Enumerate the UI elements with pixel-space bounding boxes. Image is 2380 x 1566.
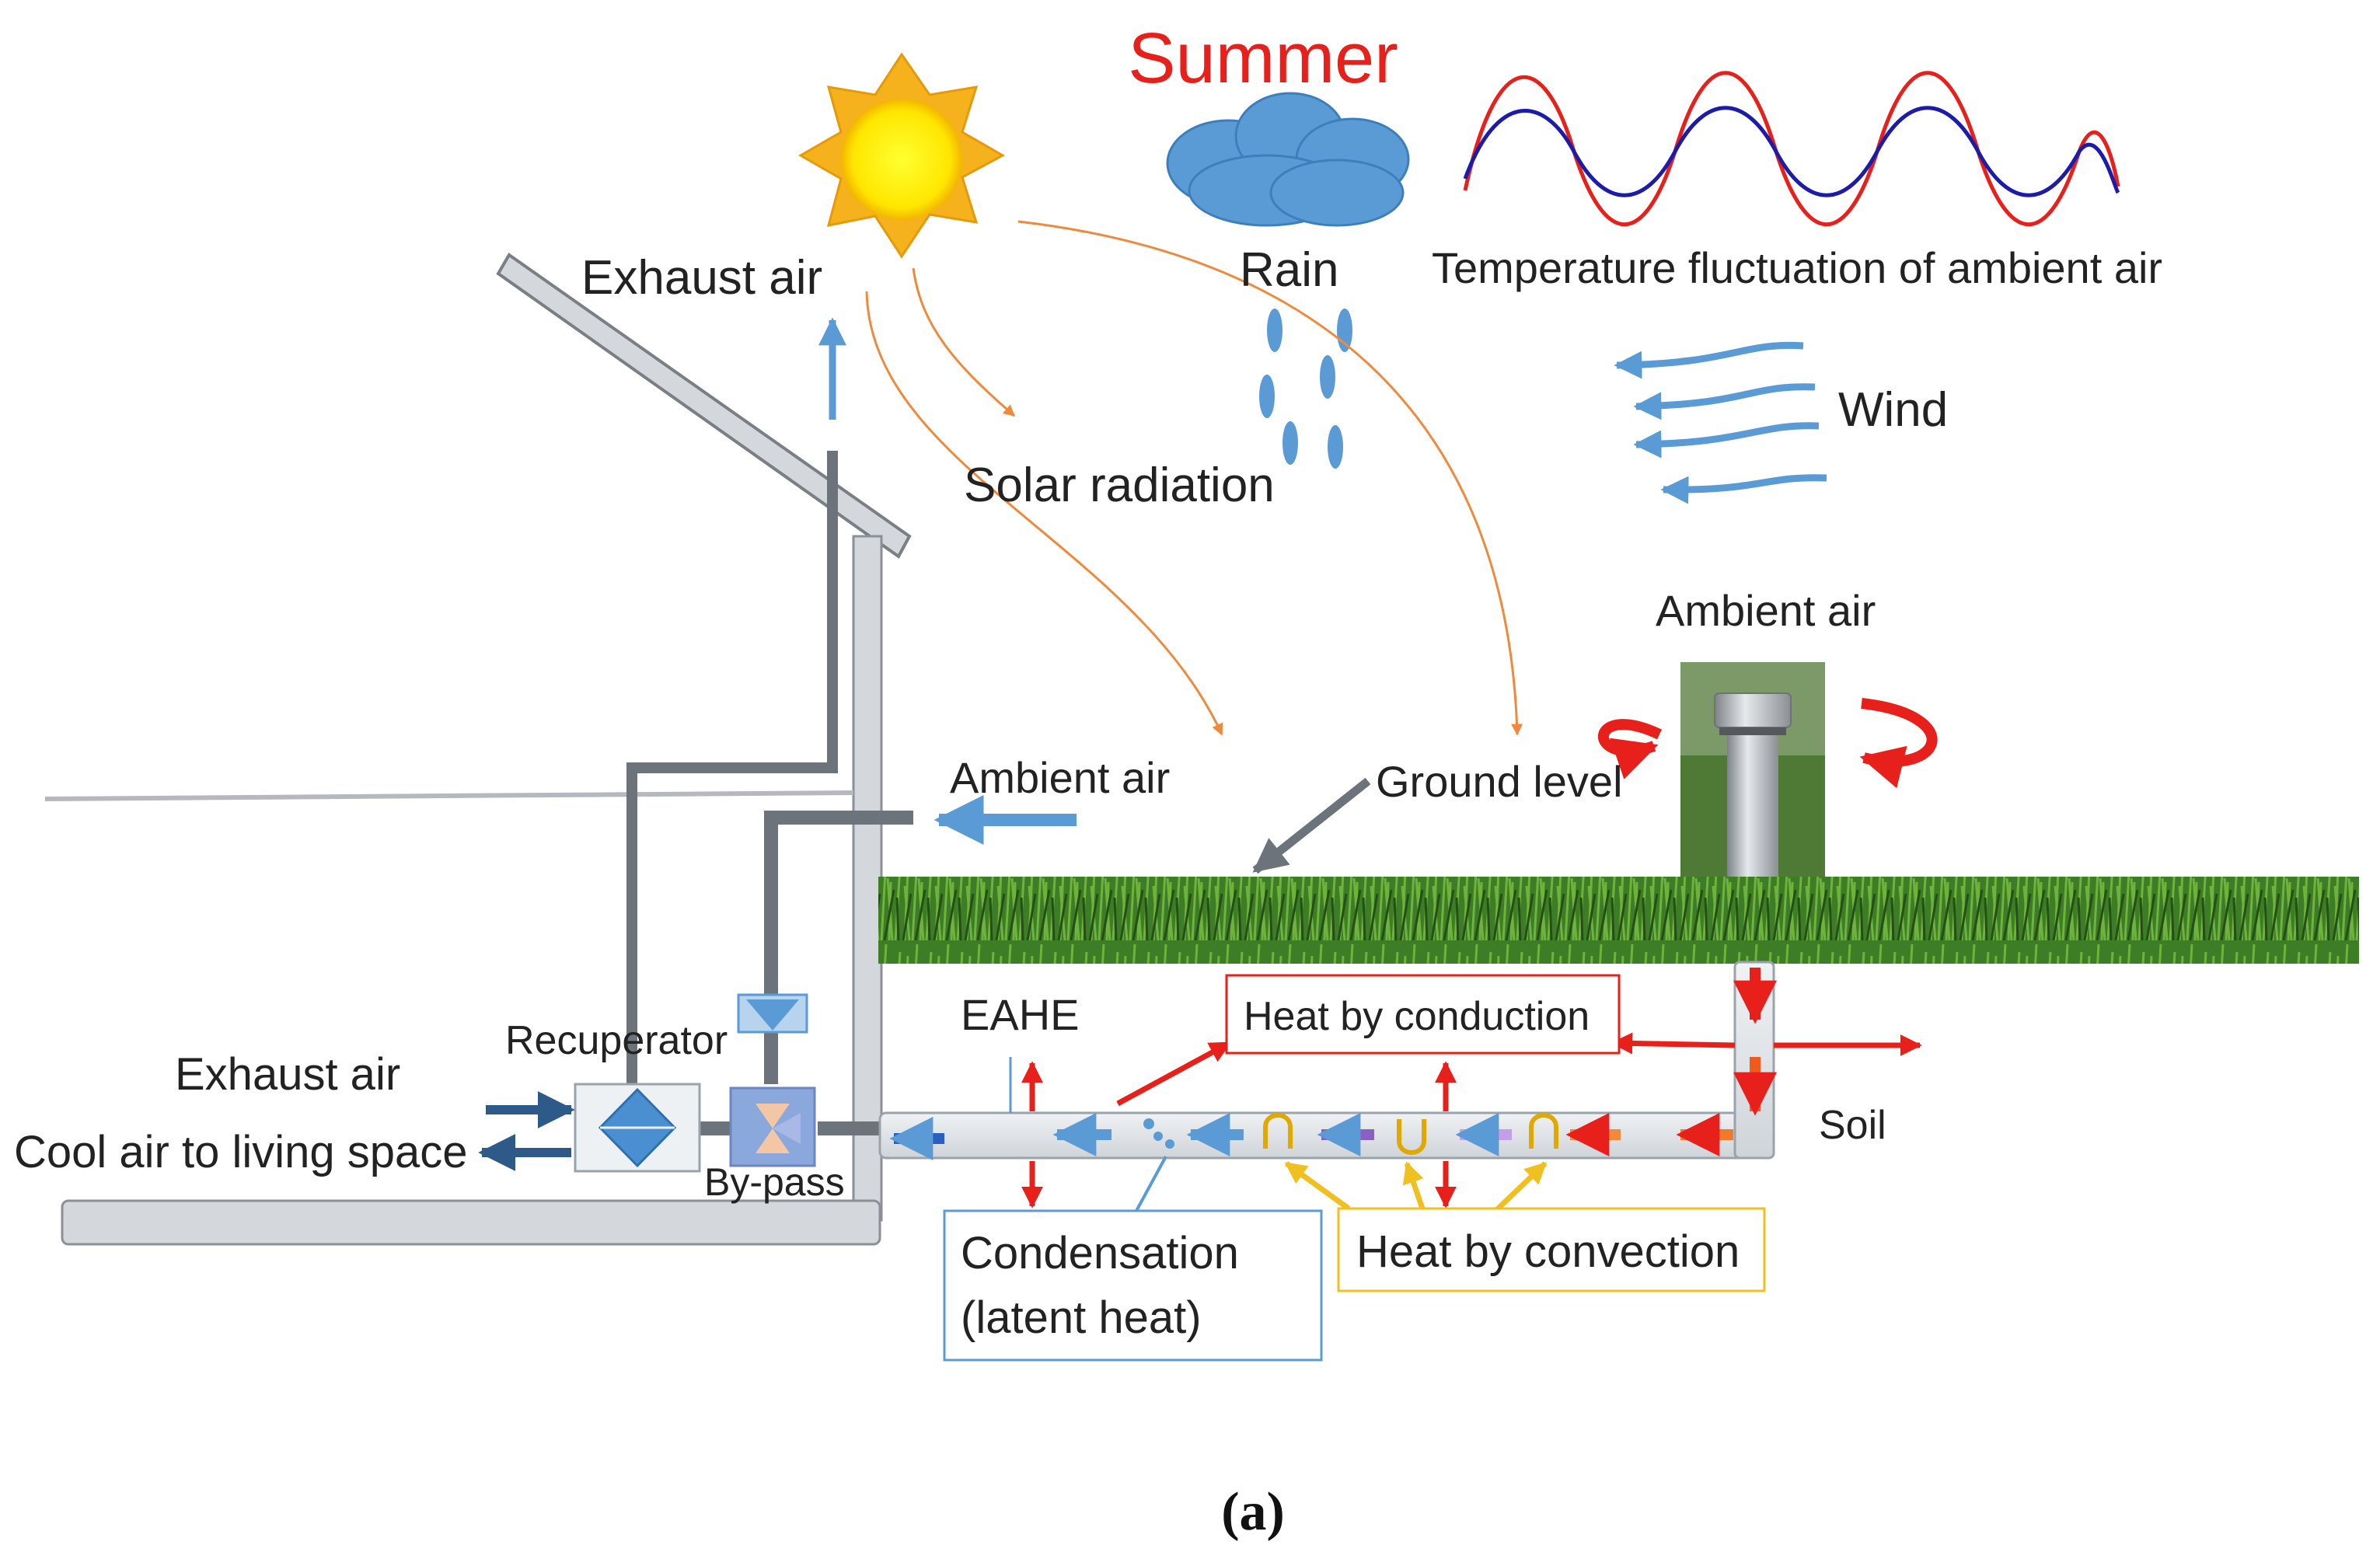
ambient-air-inlet-label: Ambient air bbox=[950, 753, 1170, 802]
building-wall bbox=[852, 535, 883, 1222]
pipe-airflow-arrows bbox=[889, 968, 1777, 1160]
ambient-air-swirl-icons bbox=[1597, 698, 1938, 789]
convection-arrows bbox=[1284, 1161, 1548, 1215]
roof bbox=[496, 253, 912, 559]
exhaust-duct bbox=[626, 451, 838, 1084]
condensation-drops-icon bbox=[1143, 1118, 1174, 1149]
heat-by-convection-label: Heat by convection bbox=[1356, 1226, 1740, 1277]
rain-drops bbox=[1259, 309, 1352, 469]
exhaust-air-left-label: Exhaust air bbox=[175, 1049, 400, 1100]
bypass-label: By-pass bbox=[704, 1160, 845, 1204]
sun-icon bbox=[797, 52, 1006, 259]
wind-label: Wind bbox=[1838, 383, 1948, 437]
heat-by-conduction-box bbox=[1225, 974, 1621, 1055]
temperature-wave-blue bbox=[1463, 106, 2120, 197]
rain-label: Rain bbox=[1240, 243, 1339, 297]
eahe-label: EAHE bbox=[961, 990, 1080, 1039]
temperature-wave-red bbox=[1463, 71, 2120, 227]
grass-surface bbox=[878, 877, 2359, 964]
bypass-valve-icon bbox=[729, 1086, 816, 1167]
temperature-label: Temperature fluctuation of ambient air bbox=[1432, 243, 2162, 292]
rain-cloud-icon bbox=[1166, 92, 1410, 227]
soil-label: Soil bbox=[1819, 1103, 1886, 1148]
solar-radiation-rays bbox=[865, 220, 1523, 736]
solar-radiation-label: Solar radiation bbox=[964, 459, 1275, 512]
cool-air-label: Cool air to living space bbox=[14, 1127, 468, 1177]
ground-level-pointer bbox=[1252, 777, 1371, 874]
floor-slab bbox=[61, 1199, 881, 1246]
ground-level-label: Ground level bbox=[1376, 757, 1623, 806]
air-intake-tower bbox=[1680, 662, 1825, 877]
temperature-wave bbox=[1463, 71, 2120, 227]
recuperator-icon bbox=[574, 1083, 701, 1173]
recuperator-label: Recuperator bbox=[505, 1018, 728, 1063]
condensation-box bbox=[943, 1209, 1323, 1362]
heat-by-convection-box bbox=[1337, 1207, 1766, 1292]
ground-line bbox=[44, 790, 854, 801]
ambient-air-intake-label: Ambient air bbox=[1656, 586, 1876, 635]
wind-arrows bbox=[1614, 341, 1827, 504]
condensation-label-line2: (latent heat) bbox=[961, 1292, 1202, 1343]
diagram-title: Summer bbox=[1128, 19, 1398, 98]
condensation-label-line1: Condensation bbox=[961, 1228, 1239, 1278]
convection-loop-icons bbox=[1263, 1113, 1558, 1155]
conduction-arrows bbox=[1021, 1032, 1922, 1209]
heat-by-conduction-label: Heat by conduction bbox=[1244, 994, 1590, 1039]
figure-caption: (a) bbox=[1221, 1482, 1285, 1542]
condensation-pointer bbox=[1135, 1156, 1167, 1212]
filter-icon bbox=[737, 993, 808, 1034]
exhaust-air-top-label: Exhaust air bbox=[581, 251, 822, 305]
